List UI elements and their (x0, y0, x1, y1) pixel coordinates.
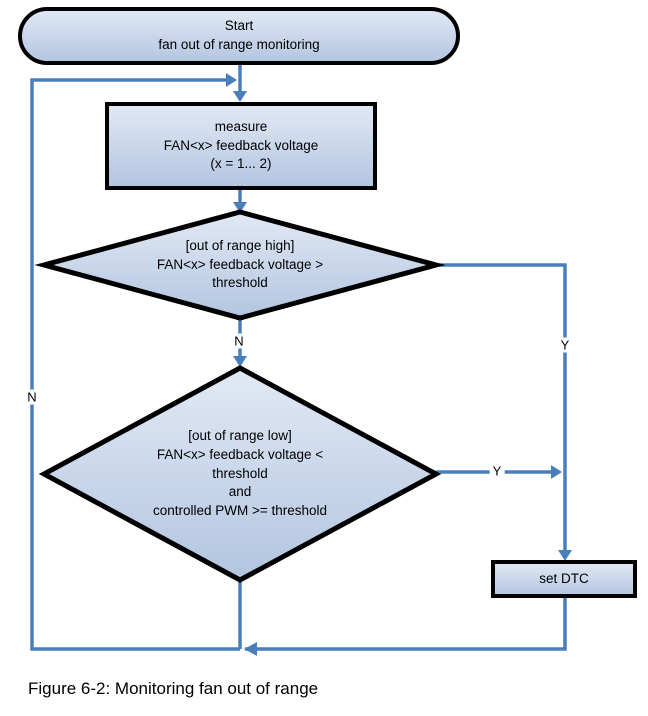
start-node-label: Start fan out of range monitoring (158, 18, 320, 52)
arrowhead-low-yes-join (551, 465, 562, 479)
edge-label-high-yes: Y (557, 337, 573, 353)
edge-label-loop-no: N (24, 389, 40, 405)
measure-process-shape (105, 102, 377, 190)
decision-low-node-label: [out of range low] FAN<x> feedback volta… (152, 428, 328, 518)
arrowhead-into-measure (233, 91, 247, 102)
edge-label-low-yes: Y (489, 463, 505, 479)
arrowhead-into-decision-low (233, 356, 247, 367)
set-dtc-process-shape (491, 560, 637, 598)
figure-caption: Figure 6-2: Monitoring fan out of range (28, 679, 319, 698)
edge-loopback-left (30, 78, 240, 651)
decision-high-node-label: [out of range high] FAN<x> feedback volt… (156, 238, 324, 291)
arrowhead-return-join (244, 642, 257, 656)
edge-decision-high-yes (436, 263, 567, 551)
measure-node-label: measure FAN<x> feedback voltage (x = 1..… (163, 119, 319, 172)
arrowhead-loopback-join (226, 73, 237, 87)
decision-high-diamond-shape (34, 209, 446, 321)
arrowhead-into-decision-high (233, 202, 247, 213)
decision-low-diamond-shape (38, 365, 442, 583)
arrowhead-into-setdtc (558, 550, 572, 561)
edge-setdtc-return (245, 597, 567, 651)
edge-label-high-no: N (231, 333, 247, 349)
start-terminator-shape (18, 7, 460, 65)
set-dtc-node-label: set DTC (539, 570, 589, 586)
